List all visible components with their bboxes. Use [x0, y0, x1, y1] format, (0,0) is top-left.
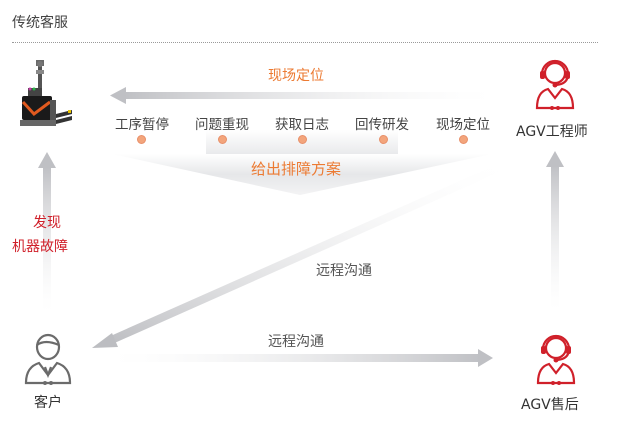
agv-forklift-icon	[14, 58, 74, 136]
customer-person-icon	[23, 333, 73, 385]
section-title: 传统客服	[12, 15, 68, 31]
arrow-right-bottom	[112, 349, 493, 367]
headset-agent-icon	[535, 333, 577, 385]
top-arrow-label: 现场定位	[268, 68, 324, 84]
step-dot	[298, 135, 307, 144]
discover-label: 发现	[33, 215, 61, 231]
step-label: 获取日志	[275, 117, 329, 133]
step-label: 问题重现	[195, 117, 249, 133]
step-dot	[459, 135, 468, 144]
step-dot	[137, 135, 146, 144]
arrow-up-left	[38, 152, 56, 312]
step-label: 现场定位	[436, 117, 490, 133]
arrow-up-right	[546, 151, 564, 310]
engineer-label: AGV工程师	[516, 124, 588, 140]
diagonal-label: 远程沟通	[316, 263, 372, 279]
step-label: 回传研发	[355, 117, 409, 133]
step-dot	[218, 135, 227, 144]
solution-label: 给出排障方案	[251, 160, 342, 178]
step-label: 工序暂停	[115, 117, 169, 133]
machine-fault-label: 机器故障	[12, 239, 68, 255]
customer-label: 客户	[34, 395, 62, 411]
bottom-label: 远程沟通	[268, 334, 324, 350]
arrow-diagonal	[92, 163, 504, 348]
dotted-divider	[12, 42, 598, 43]
step-dot	[379, 135, 388, 144]
headset-agent-icon	[534, 58, 576, 110]
arrow-left-top	[110, 87, 492, 104]
after-sales-label: AGV售后	[521, 397, 579, 413]
